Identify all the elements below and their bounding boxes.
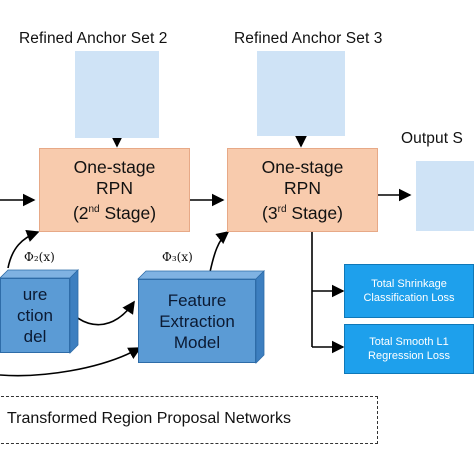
curve-bottom-left bbox=[0, 347, 142, 377]
rpn2-stage-word: Stage bbox=[104, 202, 151, 223]
feature-extraction-model-partial: ure ction del bbox=[0, 278, 70, 353]
rpn3-line2: RPN bbox=[284, 177, 321, 198]
fem-partial-line2: ction bbox=[17, 306, 53, 325]
fem-line1: Feature bbox=[167, 290, 227, 310]
fem-partial-top-face bbox=[0, 269, 79, 279]
phi3-label: Φ₃(x) bbox=[162, 250, 193, 264]
output-image bbox=[416, 161, 474, 231]
fem-partial-line3: del bbox=[23, 327, 47, 346]
fem-line3: Model bbox=[173, 332, 221, 352]
loss-regression: Total Smooth L1 Regression Loss bbox=[344, 324, 474, 374]
feature-extraction-model: Feature Extraction Model bbox=[138, 279, 256, 363]
fem-side-face bbox=[255, 270, 265, 364]
rpn-stage-3: One-stage RPN (3rd Stage) bbox=[227, 148, 378, 232]
fem-partial-side-face bbox=[69, 269, 79, 354]
trpn-title: Transformed Region Proposal Networks bbox=[7, 410, 291, 427]
curve-phi3-arrow bbox=[209, 230, 230, 273]
rpn2-line2: RPN bbox=[96, 177, 133, 198]
rpn3-line3: (3rd Stage) bbox=[262, 202, 343, 223]
phi2-label: Φ₂(x) bbox=[24, 250, 55, 264]
fem-partial-line1: ure bbox=[22, 285, 48, 304]
loss1-line2: Classification Loss bbox=[363, 292, 455, 304]
curve-phi2-arrow bbox=[7, 229, 40, 269]
rpn-stage-2: One-stage RPN (2nd Stage) bbox=[39, 148, 190, 232]
output-label: Output S bbox=[401, 130, 463, 147]
rpn3-stage-num: 3 bbox=[267, 202, 278, 223]
fem-line2: Extraction bbox=[159, 311, 235, 331]
rpn3-line1: One-stage bbox=[261, 156, 344, 177]
anchor-set-2-label: Refined Anchor Set 2 bbox=[19, 30, 168, 47]
anchor-set-3-image bbox=[257, 51, 345, 136]
fem-top-face bbox=[137, 270, 265, 280]
rpn3-stage-sup: rd bbox=[277, 203, 287, 215]
rpn2-stage-sup: nd bbox=[88, 203, 100, 215]
anchor-set-2-image bbox=[75, 51, 159, 138]
loss1-line1: Total Shrinkage bbox=[371, 278, 447, 290]
loss-classification: Total Shrinkage Classification Loss bbox=[344, 264, 474, 318]
rpn2-stage-num: 2 bbox=[78, 202, 89, 223]
rpn3-stage-word: Stage bbox=[291, 202, 338, 223]
loss2-line2: Regression Loss bbox=[368, 350, 450, 362]
anchor-set-3-label: Refined Anchor Set 3 bbox=[234, 30, 383, 47]
trpn-dashed-frame: Transformed Region Proposal Networks bbox=[0, 396, 378, 444]
rpn2-line3: (2nd Stage) bbox=[72, 202, 157, 223]
loss2-line1: Total Smooth L1 bbox=[369, 336, 449, 348]
rpn2-line1: One-stage bbox=[73, 156, 156, 177]
